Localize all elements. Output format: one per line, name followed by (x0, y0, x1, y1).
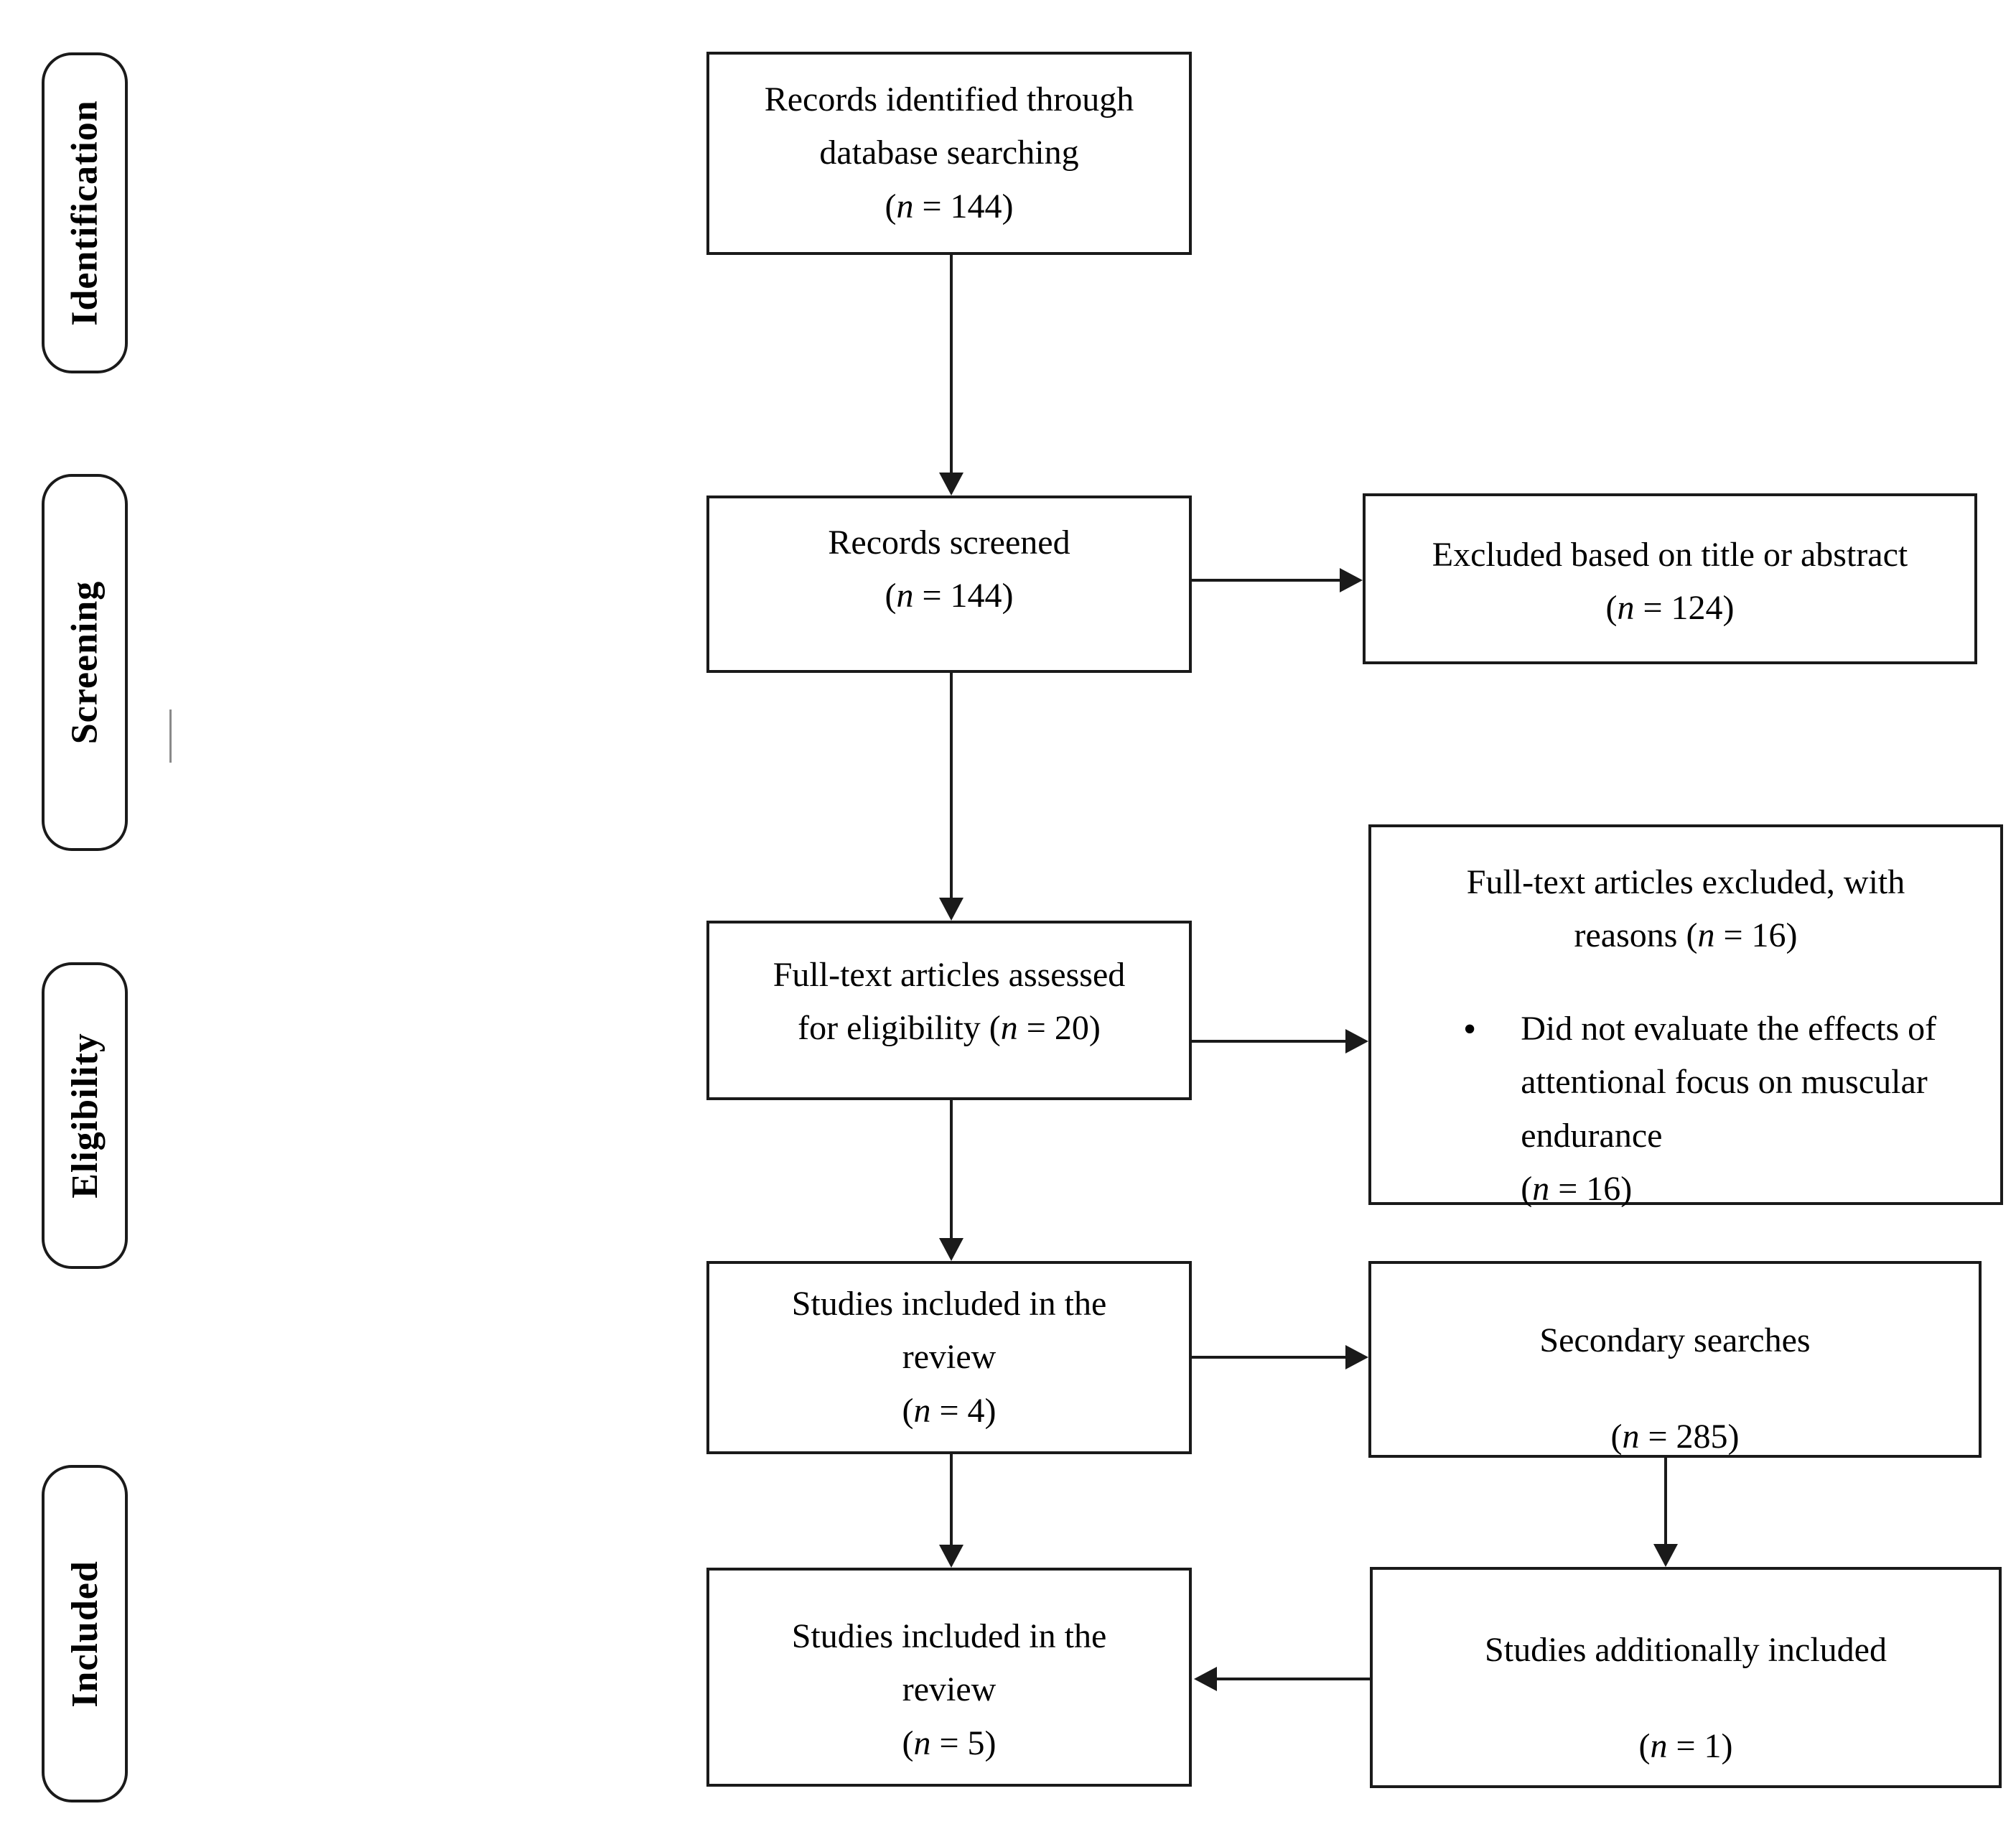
box-count: (n = 1) (1638, 1727, 1733, 1766)
arrow-shaft (1192, 579, 1341, 582)
fulltext-excluded-heading: Full-text articles excluded, with reason… (1467, 856, 1905, 963)
stage-label-text: Included (64, 1560, 106, 1708)
arrow-shaft (1192, 1356, 1347, 1359)
box-count: (n = 144) (885, 577, 1014, 615)
box-line: reasons (n = 16) (1574, 916, 1798, 955)
arrowhead-down-icon (1653, 1544, 1678, 1567)
box-count: (n = 124) (1605, 589, 1735, 628)
arrowhead-down-icon (939, 1545, 963, 1568)
arrow-shaft (950, 1100, 953, 1239)
box-count: (n = 16) (1521, 1169, 1633, 1208)
box-count: (n = 4) (902, 1391, 997, 1430)
arrowhead-right-icon (1340, 568, 1363, 592)
box-count: (n = 144) (885, 187, 1014, 225)
box-count: (n = 5) (902, 1723, 997, 1762)
arrowhead-left-icon (1194, 1667, 1217, 1691)
box-secondary-searches: Secondary searches (n = 285) (1368, 1261, 1982, 1458)
arrow-shaft (1192, 1040, 1347, 1043)
box-line: review (902, 1670, 997, 1709)
box-line: Records screened (828, 524, 1070, 562)
stage-label-text: Identification (64, 100, 106, 326)
box-records-identified: Records identified through database sear… (706, 52, 1192, 255)
box-excluded-title-abstract: Excluded based on title or abstract (n =… (1363, 493, 1977, 664)
box-studies-included-4: Studies included in the review (n = 4) (706, 1261, 1192, 1454)
stage-label-eligibility: Eligibility (42, 962, 128, 1269)
exclusion-reason-text-block: Did not evaluate the effects of attentio… (1521, 1002, 1951, 1216)
stage-label-screening: Screening (42, 474, 128, 851)
scan-artifact-line (169, 710, 172, 763)
bullet-icon: • (1463, 1008, 1477, 1050)
box-line: Secondary searches (1539, 1321, 1811, 1359)
arrowhead-right-icon (1345, 1345, 1368, 1369)
arrow-shaft (1664, 1458, 1667, 1545)
box-records-screened: Records screened (n = 144) (706, 496, 1192, 673)
box-line: Full-text articles excluded, with (1466, 863, 1905, 901)
box-count: (n = 285) (1610, 1418, 1740, 1456)
box-line: Studies included in the (791, 1617, 1107, 1655)
arrowhead-right-icon (1345, 1029, 1368, 1053)
box-studies-included-5: Studies included in the review (n = 5) (706, 1568, 1192, 1787)
box-line: review (902, 1338, 997, 1377)
stage-label-identification: Identification (42, 52, 128, 373)
arrowhead-down-icon (939, 898, 963, 921)
box-line: Excluded based on title or abstract (1432, 536, 1908, 574)
arrowhead-down-icon (939, 473, 963, 496)
arrow-shaft (950, 255, 953, 474)
box-line: Studies included in the (791, 1284, 1107, 1323)
box-studies-additionally-included: Studies additionally included (n = 1) (1370, 1567, 2002, 1788)
exclusion-reason-item: • Did not evaluate the effects of attent… (1371, 1002, 2000, 1216)
box-fulltext-excluded: Full-text articles excluded, with reason… (1368, 824, 2003, 1208)
box-line: Full-text articles assessed (773, 956, 1126, 994)
box-line: database searching (819, 134, 1079, 172)
arrow-shaft (950, 1454, 953, 1546)
box-line: Studies additionally included (1485, 1631, 1887, 1669)
exclusion-reason-text: Did not evaluate the effects of attentio… (1521, 1009, 1937, 1155)
stage-label-text: Eligibility (64, 1033, 106, 1199)
box-fulltext-assessed: Full-text articles assessed for eligibil… (706, 921, 1192, 1100)
arrowhead-down-icon (939, 1238, 963, 1261)
box-line: Records identified through (764, 80, 1134, 118)
arrow-shaft (1217, 1678, 1370, 1680)
stage-label-text: Screening (64, 580, 106, 745)
stage-label-included: Included (42, 1465, 128, 1802)
box-line: for eligibility (n = 20) (798, 1009, 1101, 1048)
arrow-shaft (950, 673, 953, 899)
